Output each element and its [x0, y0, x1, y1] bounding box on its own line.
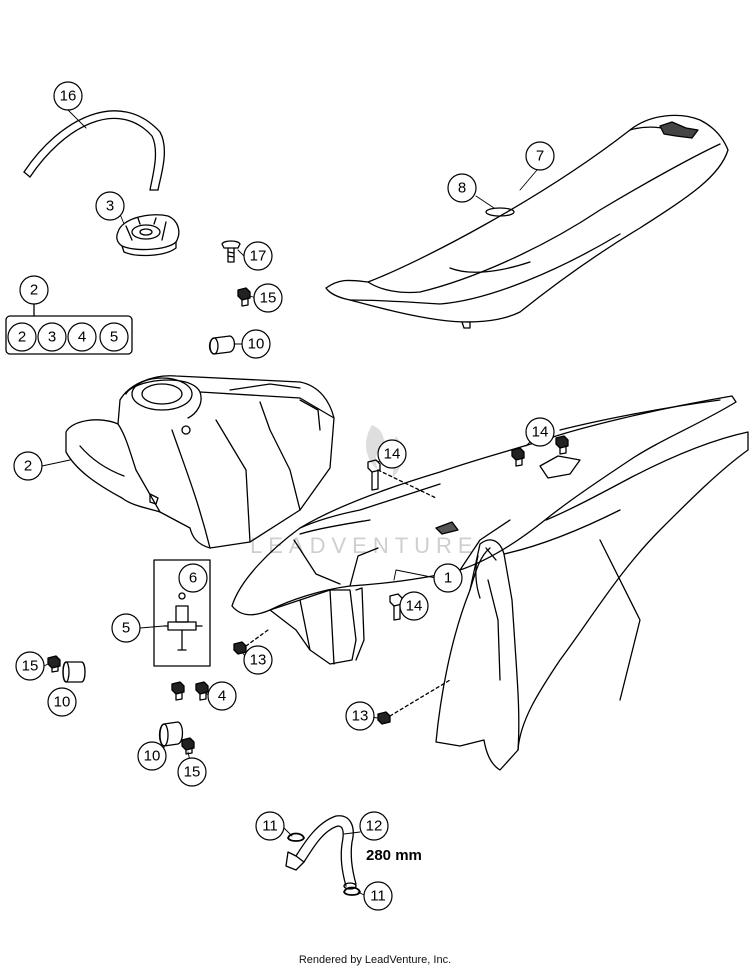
- bushing-part-10-left: [62, 661, 86, 683]
- callout-10-upper: 10: [248, 336, 265, 353]
- bushing-part-10-lower: [158, 721, 184, 747]
- callout-1: 1: [444, 570, 452, 587]
- kit-item-5: 5: [110, 329, 118, 346]
- callout-17: 17: [250, 248, 267, 265]
- callout-14-lower: 14: [406, 598, 423, 615]
- callout-16: 16: [60, 88, 77, 105]
- left-side-cover-part: [231, 395, 737, 665]
- callouts: [7, 81, 555, 911]
- callout-5: 5: [122, 620, 130, 637]
- kit-item-3: 3: [48, 329, 56, 346]
- bolt-part-14-right-a: [511, 447, 525, 467]
- breather-hose-part: [23, 110, 165, 191]
- callout-14-left: 14: [384, 446, 401, 463]
- callout-2-tank: 2: [24, 458, 32, 475]
- callout-3: 3: [106, 198, 114, 215]
- fuel-tank-part: [65, 375, 335, 549]
- kit-item-2: 2: [18, 329, 26, 346]
- footer-credit: Rendered by LeadVenture, Inc.: [298, 954, 452, 966]
- right-side-cover-part: [435, 431, 749, 771]
- callout-11-lower: 11: [370, 888, 386, 905]
- watermark-text: LEADVENTURE: [250, 533, 479, 558]
- bolt-part-15-lower: [181, 737, 195, 755]
- fuel-cap-part: [116, 214, 180, 257]
- callout-10-left: 10: [54, 694, 71, 711]
- screw-part-4-b: [195, 681, 209, 701]
- callout-12: 12: [366, 818, 383, 835]
- hose-clamp-part-11-upper: [287, 832, 305, 842]
- callout-11-upper: 11: [262, 818, 278, 835]
- bolt-part-15-left: [47, 655, 61, 673]
- seat-marker-part-8: [485, 207, 515, 217]
- leader-lines: [41, 109, 541, 897]
- callout-4: 4: [218, 688, 226, 705]
- screw-part-13-lower: [377, 679, 451, 725]
- callout-8: 8: [458, 180, 466, 197]
- callout-15-left: 15: [22, 658, 39, 675]
- callout-14-right: 14: [532, 424, 549, 441]
- bolt-part-14-right-b: [555, 435, 569, 455]
- bolt-part-15-upper: [237, 287, 251, 307]
- callout-13-lower: 13: [352, 708, 369, 725]
- bolt-part-14-left: [367, 459, 437, 499]
- fuel-tap-box: [153, 559, 211, 667]
- callout-7: 7: [536, 148, 544, 165]
- seat-part: [325, 114, 729, 329]
- fuel-hose-part-12: [285, 815, 357, 890]
- callout-15-lower: 15: [184, 764, 201, 781]
- callout-6: 6: [189, 570, 197, 587]
- hose-length-label: 280 mm: [366, 847, 422, 864]
- callout-15-upper: 15: [260, 290, 277, 307]
- kit-item-4: 4: [78, 329, 86, 346]
- screw-part-4-a: [171, 681, 185, 701]
- bushing-part-10-upper: [208, 335, 236, 355]
- watermark: LEADVENTURE: [250, 425, 479, 558]
- callout-2-kit: 2: [30, 282, 38, 299]
- callout-10-lower: 10: [144, 748, 161, 765]
- hose-clamp-part-11-lower: [343, 886, 361, 896]
- screw-part-17: [221, 240, 241, 263]
- callout-13-upper: 13: [250, 652, 267, 669]
